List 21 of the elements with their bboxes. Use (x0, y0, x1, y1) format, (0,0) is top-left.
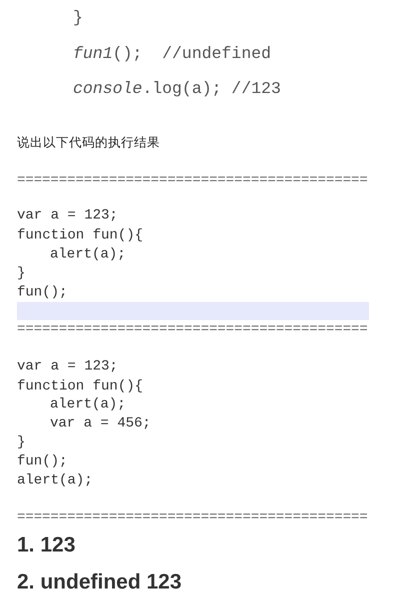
code-line: console.log(a); //123 (73, 79, 281, 99)
code-line: alert(a); (50, 246, 126, 264)
code-line: } (17, 266, 26, 282)
answer-text: 2. undefined 123 (17, 569, 182, 593)
separator-line: ========================================== (17, 510, 368, 526)
code-line: } (17, 434, 26, 452)
code-line: var a = 456; (50, 416, 151, 432)
question-text: 说出以下代码的执行结果 (17, 134, 160, 150)
separator-line: ========================================== (17, 172, 368, 190)
answer-text: 1. 123 (17, 532, 76, 558)
code-line: function fun(){ (17, 228, 144, 244)
code-line: alert(a); (17, 472, 93, 490)
separator-line: ========================================== (17, 322, 368, 338)
code-line: fun1(); //undefined (73, 44, 272, 64)
code-line: function fun(){ (17, 378, 144, 396)
code-line: } (73, 8, 83, 28)
code-line: fun(); (17, 284, 68, 302)
code-line: fun(); (17, 454, 68, 470)
code-line: alert(a); (50, 396, 126, 414)
code-line: var a = 123; (17, 208, 118, 224)
code-line: var a = 123; (17, 358, 118, 376)
